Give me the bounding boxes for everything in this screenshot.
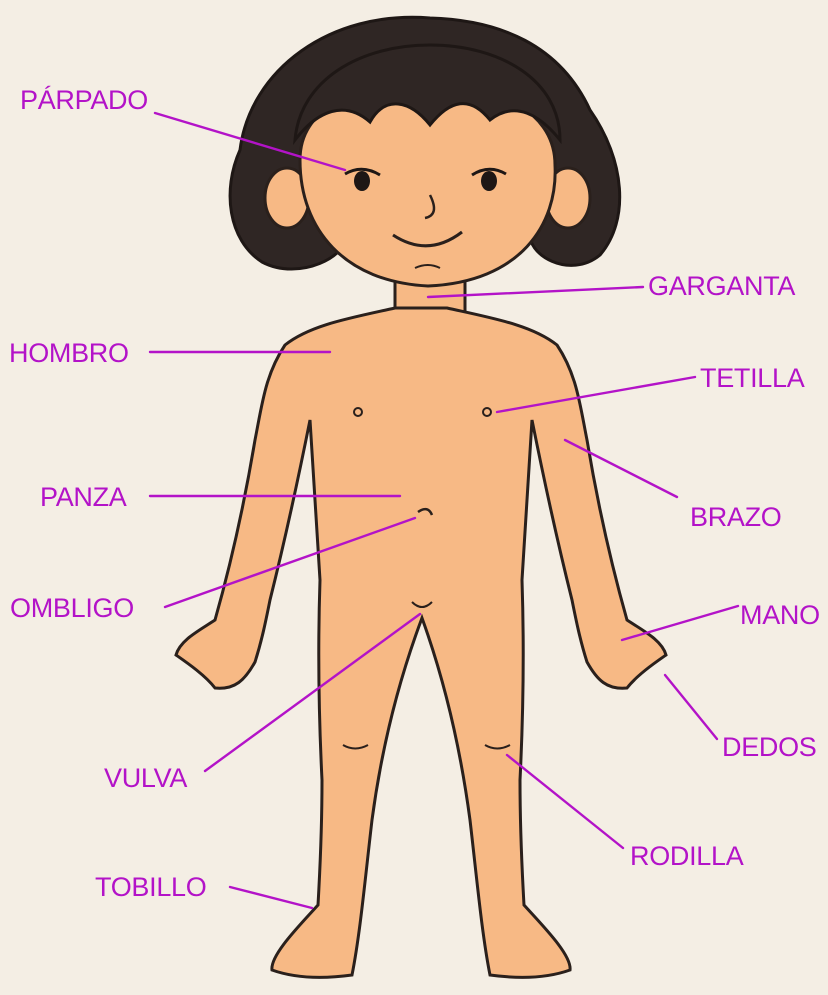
label-panza: PANZA [40,482,127,512]
label-ombligo: OMBLIGO [10,593,134,623]
label-hombro: HOMBRO [9,338,129,368]
label-brazo: BRAZO [690,502,782,532]
label-vulva: VULVA [104,763,187,793]
label-tobillo: TOBILLO [95,872,206,902]
body-silhouette [176,308,666,977]
leader-line-mano [622,606,738,640]
leader-line-rodilla [507,755,623,848]
right-eye [481,171,497,191]
leader-line-dedos [665,675,717,739]
label-parpado: PÁRPADO [20,85,148,115]
label-dedos: DEDOS [722,732,817,762]
label-garganta: GARGANTA [648,271,795,301]
label-tetilla: TETILLA [700,363,804,393]
left-eye [354,171,370,191]
label-mano: MANO [740,600,820,630]
label-rodilla: RODILLA [630,841,743,871]
leader-line-tobillo [230,887,312,908]
